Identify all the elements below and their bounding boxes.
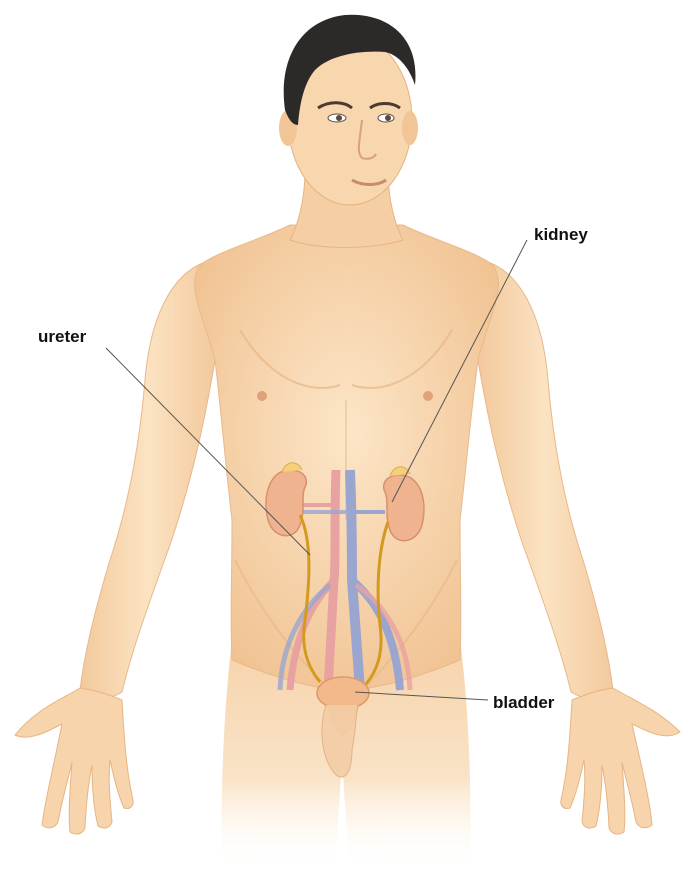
torso xyxy=(195,225,499,690)
right-arm xyxy=(478,262,680,834)
label-ureter: ureter xyxy=(38,328,86,345)
label-bladder: bladder xyxy=(493,694,554,711)
head xyxy=(279,15,418,205)
bladder-organ xyxy=(317,677,369,709)
label-kidney: kidney xyxy=(534,226,588,243)
kidney-left xyxy=(266,470,306,536)
kidney-right xyxy=(384,475,424,541)
left-arm xyxy=(15,262,215,834)
